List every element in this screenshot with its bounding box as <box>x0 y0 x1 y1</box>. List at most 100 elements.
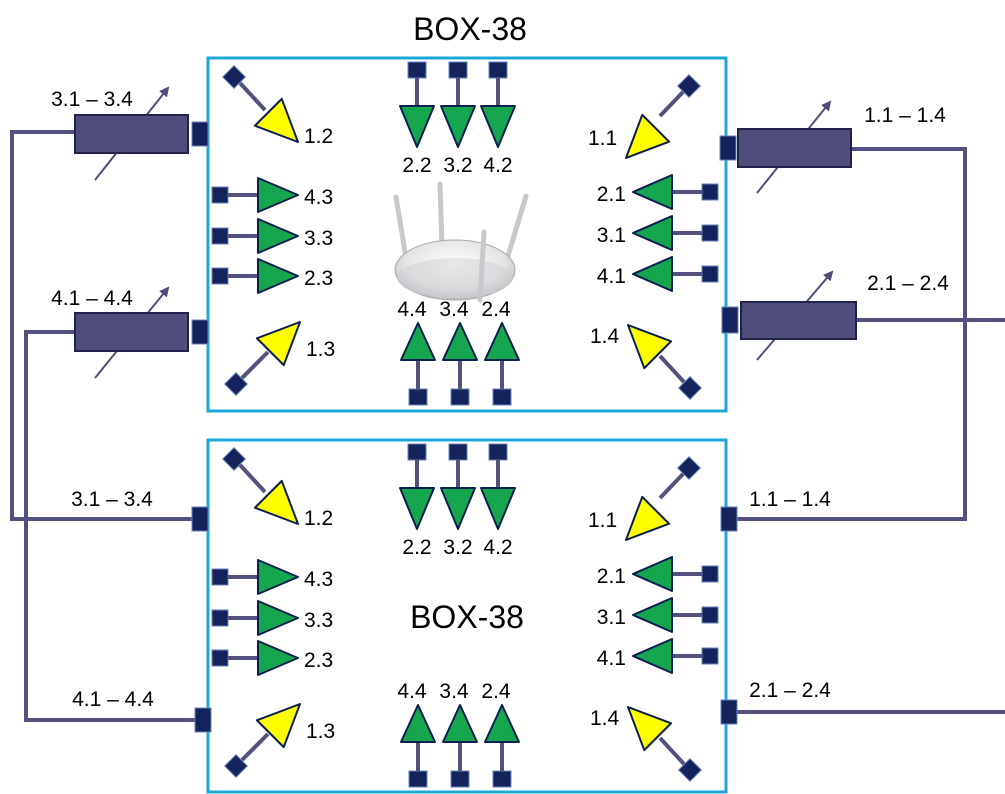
antenna-label-bottom-0: 4.4 <box>397 298 427 321</box>
antenna-top-2 <box>480 487 516 530</box>
antenna-label-left-2: 2.3 <box>304 267 333 290</box>
attenuator-1x: 1.1 – 1.4 <box>719 100 946 194</box>
port-top-2 <box>488 61 508 79</box>
cable-3x-left <box>10 130 196 521</box>
antenna-bottom-1 <box>442 704 478 743</box>
port-label-right-bottom: 2.1 – 2.4 <box>749 679 831 702</box>
antenna-label-corner-top-left: 1.2 <box>304 125 333 148</box>
antenna-label-corner-bottom-right: 1.4 <box>590 325 620 348</box>
antenna-label-left-1: 3.3 <box>304 609 333 632</box>
port-bottom-2 <box>492 388 512 406</box>
antenna-left-0 <box>257 559 299 595</box>
antenna-bottom-0 <box>400 704 436 743</box>
antenna-label-corner-top-right: 1.1 <box>588 509 617 532</box>
antenna-right-0 <box>632 174 673 210</box>
corner-port-bottom-right <box>677 375 703 401</box>
antenna-corner-top-left <box>253 479 299 525</box>
corner-port-bottom-right <box>677 757 703 783</box>
corner-port-top-left <box>221 64 247 90</box>
antenna-label-right-2: 4.1 <box>597 647 626 670</box>
antenna-label-right-0: 2.1 <box>597 183 626 206</box>
antenna-label-corner-bottom-left: 1.3 <box>306 338 335 361</box>
port-right-1 <box>701 606 719 624</box>
port-top-0 <box>407 61 427 79</box>
port-left-1 <box>211 609 229 627</box>
attenuator-3x-label: 3.1 – 3.4 <box>51 88 133 111</box>
port-bottom-0 <box>408 770 428 788</box>
antenna-right-2 <box>632 256 673 292</box>
port-right-1 <box>701 224 719 242</box>
antenna-corner-top-right <box>625 495 671 541</box>
port-bottom-0 <box>408 388 428 406</box>
antenna-label-top-2: 4.2 <box>483 154 512 177</box>
antenna-corner-bottom-left <box>255 703 301 749</box>
antenna-corner-bottom-right <box>627 324 673 370</box>
antenna-label-left-2: 2.3 <box>304 649 333 672</box>
antenna-label-left-0: 4.3 <box>304 568 333 591</box>
antenna-label-right-0: 2.1 <box>597 565 626 588</box>
antenna-label-bottom-1: 3.4 <box>439 680 469 703</box>
port-left-0 <box>211 568 229 586</box>
antenna-label-bottom-0: 4.4 <box>397 680 427 703</box>
port-bottom-1 <box>450 770 470 788</box>
antenna-right-1 <box>632 597 673 633</box>
attenuator-4x: 4.1 – 4.4 <box>51 286 209 379</box>
port-left-2 <box>211 267 229 285</box>
antenna-top-2 <box>480 105 516 148</box>
antenna-label-corner-bottom-right: 1.4 <box>590 707 620 730</box>
attenuator-3x: 3.1 – 3.4 <box>51 86 209 181</box>
corner-port-top-right <box>676 73 702 99</box>
antenna-left-1 <box>257 218 299 254</box>
antenna-right-2 <box>632 638 673 674</box>
port-top-1 <box>448 443 468 461</box>
attenuator-1x-label: 1.1 – 1.4 <box>864 104 946 127</box>
antenna-corner-top-right <box>625 113 671 159</box>
antenna-bottom-1 <box>442 322 478 361</box>
antenna-label-top-1: 3.2 <box>443 154 472 177</box>
antenna-label-top-1: 3.2 <box>443 536 472 559</box>
antenna-corner-bottom-right <box>627 706 673 752</box>
antenna-top-0 <box>399 105 435 148</box>
antenna-label-corner-top-right: 1.1 <box>588 127 617 150</box>
antenna-label-left-0: 4.3 <box>304 186 333 209</box>
antenna-bottom-2 <box>484 704 520 743</box>
antenna-bottom-2 <box>484 322 520 361</box>
port-right-2 <box>701 647 719 665</box>
antenna-right-0 <box>632 556 673 592</box>
attenuator-2x-label: 2.1 – 2.4 <box>867 272 949 295</box>
port-right-0 <box>701 183 719 201</box>
antenna-label-bottom-2: 2.4 <box>481 298 511 321</box>
access-point-icon <box>393 181 529 303</box>
corner-port-bottom-left <box>223 371 249 397</box>
port-top-2 <box>488 443 508 461</box>
attenuator-4x-label: 4.1 – 4.4 <box>51 287 133 310</box>
antenna-label-corner-bottom-left: 1.3 <box>306 720 335 743</box>
port-right-2 <box>701 265 719 283</box>
antenna-label-right-1: 3.1 <box>597 606 626 629</box>
cables <box>10 130 1005 722</box>
port-right-0 <box>701 565 719 583</box>
corner-port-bottom-left <box>223 753 249 779</box>
corner-port-top-left <box>221 446 247 472</box>
antenna-label-top-0: 2.2 <box>402 536 431 559</box>
antenna-left-0 <box>257 177 299 213</box>
lower-box-ports: 3.1 – 3.4 4.1 – 4.4 1.1 – 1.4 2.1 – 2.4 <box>71 488 831 733</box>
antenna-left-1 <box>257 600 299 636</box>
port-bottom-2 <box>492 770 512 788</box>
port-label-left-bottom: 4.1 – 4.4 <box>72 688 154 711</box>
cable-1x-right <box>732 147 967 521</box>
port-bottom-1 <box>450 388 470 406</box>
antenna-label-corner-top-left: 1.2 <box>304 507 333 530</box>
port-left-1 <box>211 227 229 245</box>
antenna-left-2 <box>257 258 299 294</box>
port-top-0 <box>407 443 427 461</box>
antenna-label-right-1: 3.1 <box>597 224 626 247</box>
antenna-label-left-1: 3.3 <box>304 227 333 250</box>
port-label-left-top: 3.1 – 3.4 <box>71 488 153 511</box>
port-left-0 <box>211 186 229 204</box>
port-left-2 <box>211 649 229 667</box>
antenna-top-1 <box>440 487 476 530</box>
antenna-bottom-0 <box>400 322 436 361</box>
